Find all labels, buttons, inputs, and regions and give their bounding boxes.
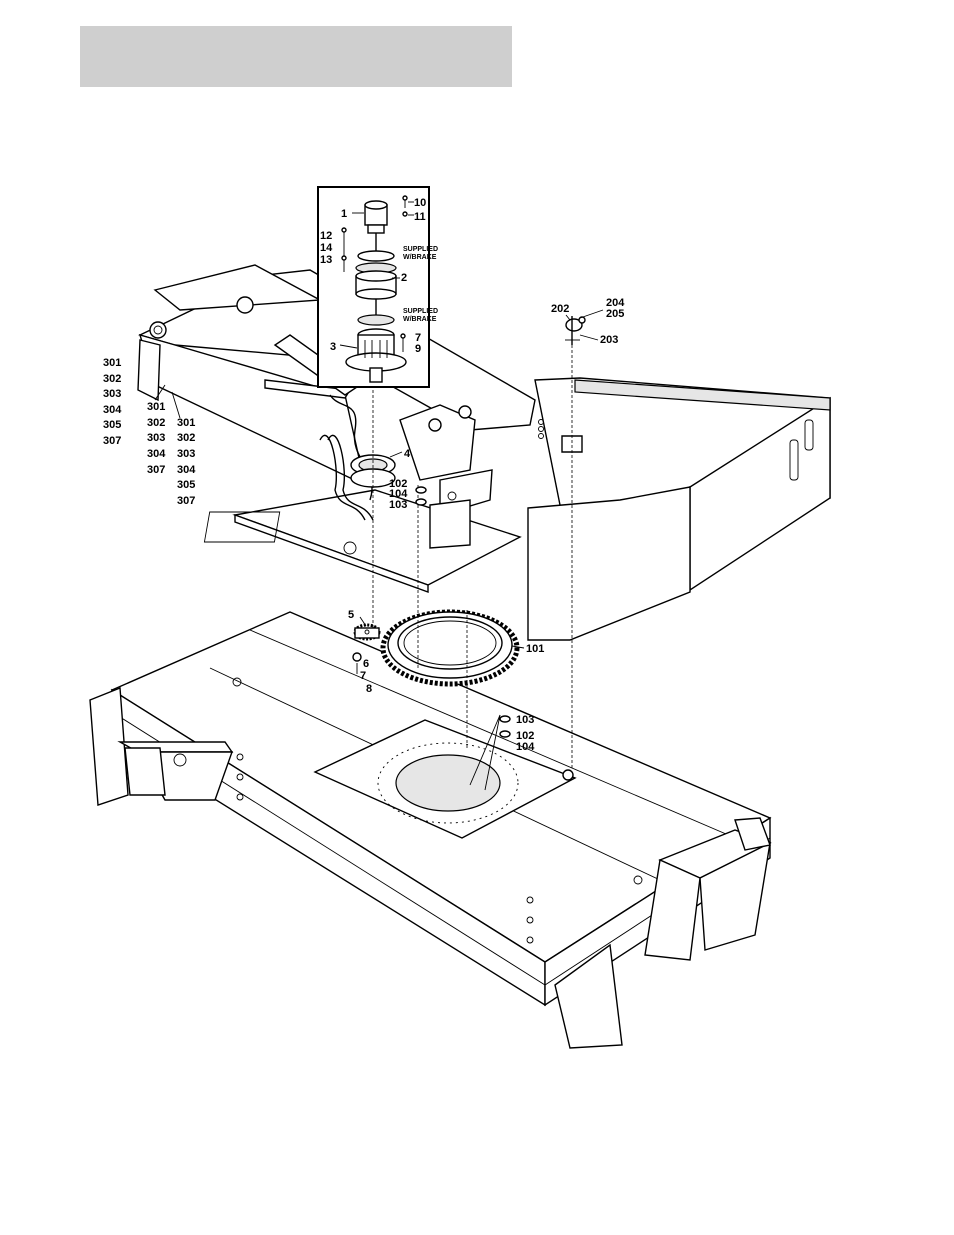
label-13: 13 xyxy=(320,254,332,266)
col2-item: 301 xyxy=(147,401,165,413)
swing-bearing xyxy=(383,612,517,684)
label-6: 6 xyxy=(363,658,369,670)
label-3: 3 xyxy=(330,341,336,353)
col3-item: 302 xyxy=(177,432,195,444)
col1-item: 303 xyxy=(103,388,121,400)
col2-item: 303 xyxy=(147,432,165,444)
col3-item: 305 xyxy=(177,479,195,491)
col1-item: 307 xyxy=(103,435,121,447)
col1-item: 304 xyxy=(103,404,122,416)
label-202: 202 xyxy=(551,303,569,315)
col1-item: 305 xyxy=(103,419,121,431)
inset-box xyxy=(318,187,429,387)
label-205: 205 xyxy=(606,308,624,320)
col2-item: 304 xyxy=(147,448,166,460)
col3-item: 304 xyxy=(177,464,196,476)
label-203: 203 xyxy=(600,334,618,346)
label-104-lower: 104 xyxy=(516,741,535,753)
label-2: 2 xyxy=(401,272,407,284)
counterweight xyxy=(528,378,830,640)
label-103-lower: 103 xyxy=(516,714,534,726)
left-callout-col1: 301 302 303 304 305 307 xyxy=(103,357,122,447)
label-9: 9 xyxy=(415,343,421,355)
label-1: 1 xyxy=(341,208,347,220)
bolts-upper xyxy=(416,487,426,505)
left-callout-col2: 301 302 303 304 307 xyxy=(147,401,166,476)
col2-item: 302 xyxy=(147,417,165,429)
label-101: 101 xyxy=(526,643,544,655)
label-5: 5 xyxy=(348,609,354,621)
left-callout-col3: 301 302 303 304 305 307 xyxy=(177,417,196,507)
col3-item: 301 xyxy=(177,417,195,429)
label-14: 14 xyxy=(320,242,333,254)
supplied-1-line2: W/BRAKE xyxy=(403,254,437,261)
label-10: 10 xyxy=(414,197,426,209)
supplied-2-line1: SUPPLIED xyxy=(403,308,438,315)
label-103-upper: 103 xyxy=(389,499,407,511)
col1-item: 301 xyxy=(103,357,121,369)
counterweight-pin-hardware xyxy=(565,316,585,345)
col1-item: 302 xyxy=(103,373,121,385)
col3-item: 307 xyxy=(177,495,195,507)
supplied-1-line1: SUPPLIED xyxy=(403,246,438,253)
label-8: 8 xyxy=(366,683,372,695)
supplied-2-line2: W/BRAKE xyxy=(403,316,437,323)
label-7-lower: 7 xyxy=(360,670,366,682)
col3-item: 303 xyxy=(177,448,195,460)
label-11: 11 xyxy=(414,211,426,223)
label-12: 12 xyxy=(320,230,332,242)
label-4: 4 xyxy=(404,448,411,460)
col2-item: 307 xyxy=(147,464,165,476)
